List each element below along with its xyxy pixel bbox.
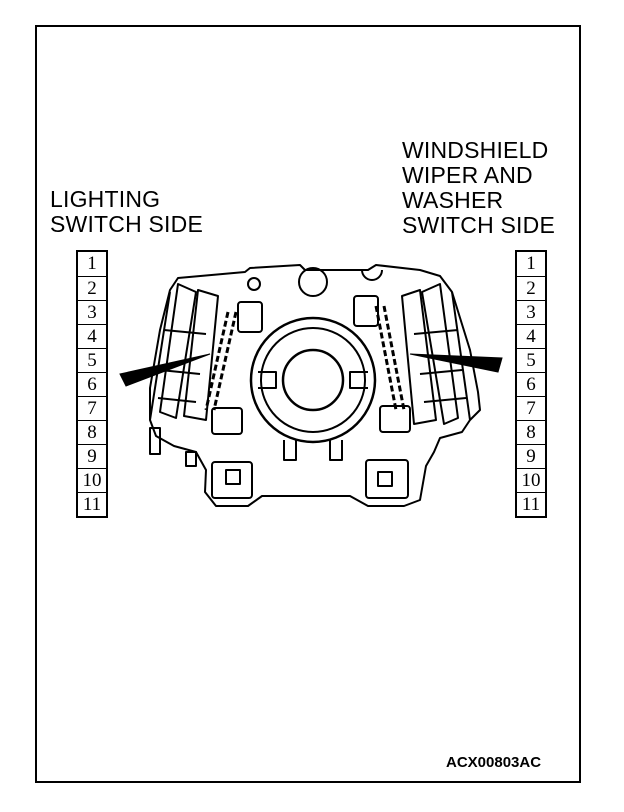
figure-code: ACX00803AC: [446, 754, 542, 771]
right-label-line-1: WINDSHIELD: [402, 137, 549, 163]
left-pin-9: 9: [78, 444, 106, 468]
arrow-pointer-icon: [119, 353, 211, 387]
left-pin-3: 3: [78, 300, 106, 324]
right-pin-2: 2: [517, 276, 545, 300]
left-label-line-2: SWITCH SIDE: [50, 211, 203, 237]
diagram-frame: [35, 25, 581, 783]
wiper-washer-switch-side-label: WINDSHIELD WIPER AND WASHER SWITCH SIDE: [402, 138, 555, 238]
left-pin-10: 10: [78, 468, 106, 492]
left-pin-8: 8: [78, 420, 106, 444]
lighting-switch-side-label: LIGHTING SWITCH SIDE: [50, 187, 203, 237]
right-pin-11: 11: [517, 492, 545, 516]
left-pin-5: 5: [78, 348, 106, 372]
right-label-line-4: SWITCH SIDE: [402, 212, 555, 238]
left-pin-11: 11: [78, 492, 106, 516]
left-pin-1: 1: [87, 253, 97, 274]
wiper-connector-pin-column: 1 2 3 4 5 6 7 8 9 10 11: [515, 250, 547, 518]
left-pin-7: 7: [78, 396, 106, 420]
right-pin-8: 8: [517, 420, 545, 444]
left-pin-6: 6: [78, 372, 106, 396]
right-pin-3: 3: [517, 300, 545, 324]
right-pin-4: 4: [517, 324, 545, 348]
left-label-line-1: LIGHTING: [50, 186, 161, 212]
right-label-line-2: WIPER AND: [402, 162, 533, 188]
right-pin-1: 1: [526, 253, 536, 274]
combination-switch-connector-icon: [149, 264, 481, 507]
left-pin-2: 2: [78, 276, 106, 300]
terminal-row-dashes: [204, 305, 406, 411]
arrow-pointer-icon: [409, 353, 503, 373]
lighting-connector-pin-column: 1 2 3 4 5 6 7 8 9 10 11: [76, 250, 108, 518]
right-pin-9: 9: [517, 444, 545, 468]
right-pin-10: 10: [517, 468, 545, 492]
left-pin-4: 4: [78, 324, 106, 348]
right-pin-5: 5: [517, 348, 545, 372]
right-label-line-3: WASHER: [402, 187, 504, 213]
right-pin-7: 7: [517, 396, 545, 420]
right-pin-6: 6: [517, 372, 545, 396]
